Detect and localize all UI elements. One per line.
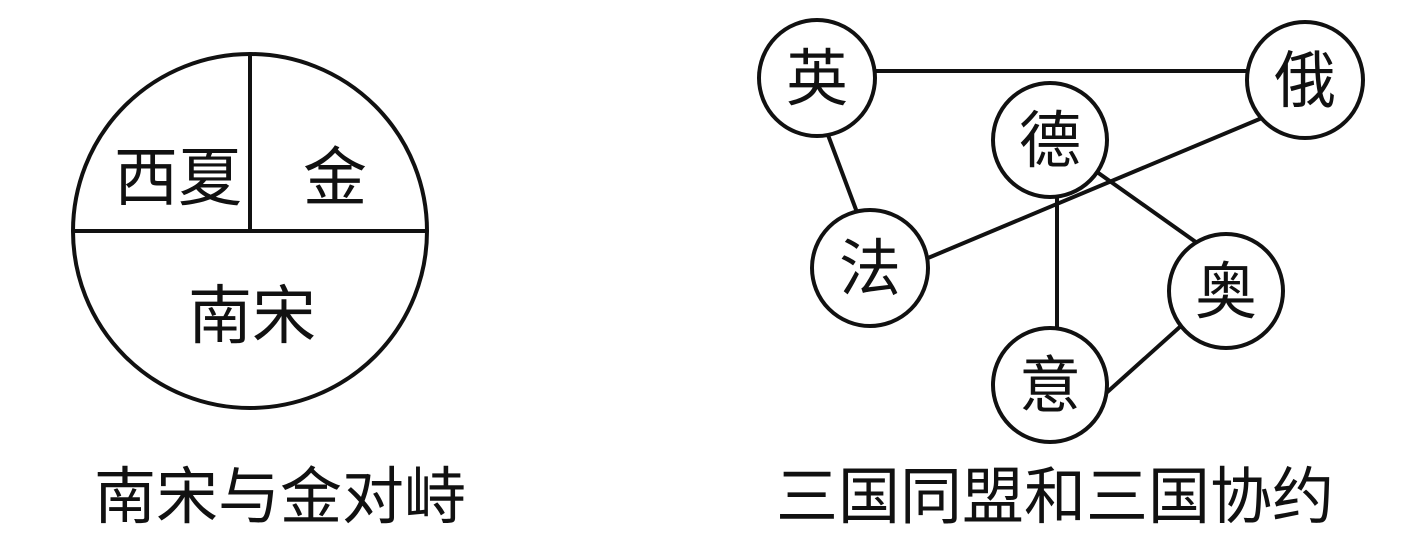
node-yi: 意 [991,326,1109,444]
node-ao: 奥 [1167,232,1285,350]
right-caption: 三国同盟和三国协约 [776,460,1334,533]
svg-text:法: 法 [839,232,901,305]
node-fa: 法 [810,208,930,328]
song-jin-diagram: 西夏 金 南宋 南宋与金对峙 [71,52,466,533]
alliance-diagram: 英 俄 德 法 奥 意 三国同盟和三国协约 [757,18,1365,533]
edge-e-fa [927,116,1263,260]
node-e: 俄 [1245,20,1365,140]
edge-ying-fa [826,134,860,216]
edge-ao-yi [1102,323,1184,397]
region-jin: 金 [303,142,367,216]
edge-de-ao [1095,170,1202,247]
left-caption: 南宋与金对峙 [94,460,466,533]
node-de: 德 [991,81,1109,199]
svg-text:德: 德 [1019,104,1081,177]
svg-text:意: 意 [1019,349,1081,422]
region-xixia: 西夏 [114,142,242,216]
svg-text:俄: 俄 [1274,44,1336,117]
region-nansong: 南宋 [188,280,316,354]
svg-text:奥: 奥 [1195,255,1257,328]
svg-text:英: 英 [786,42,848,115]
node-ying: 英 [757,18,877,138]
